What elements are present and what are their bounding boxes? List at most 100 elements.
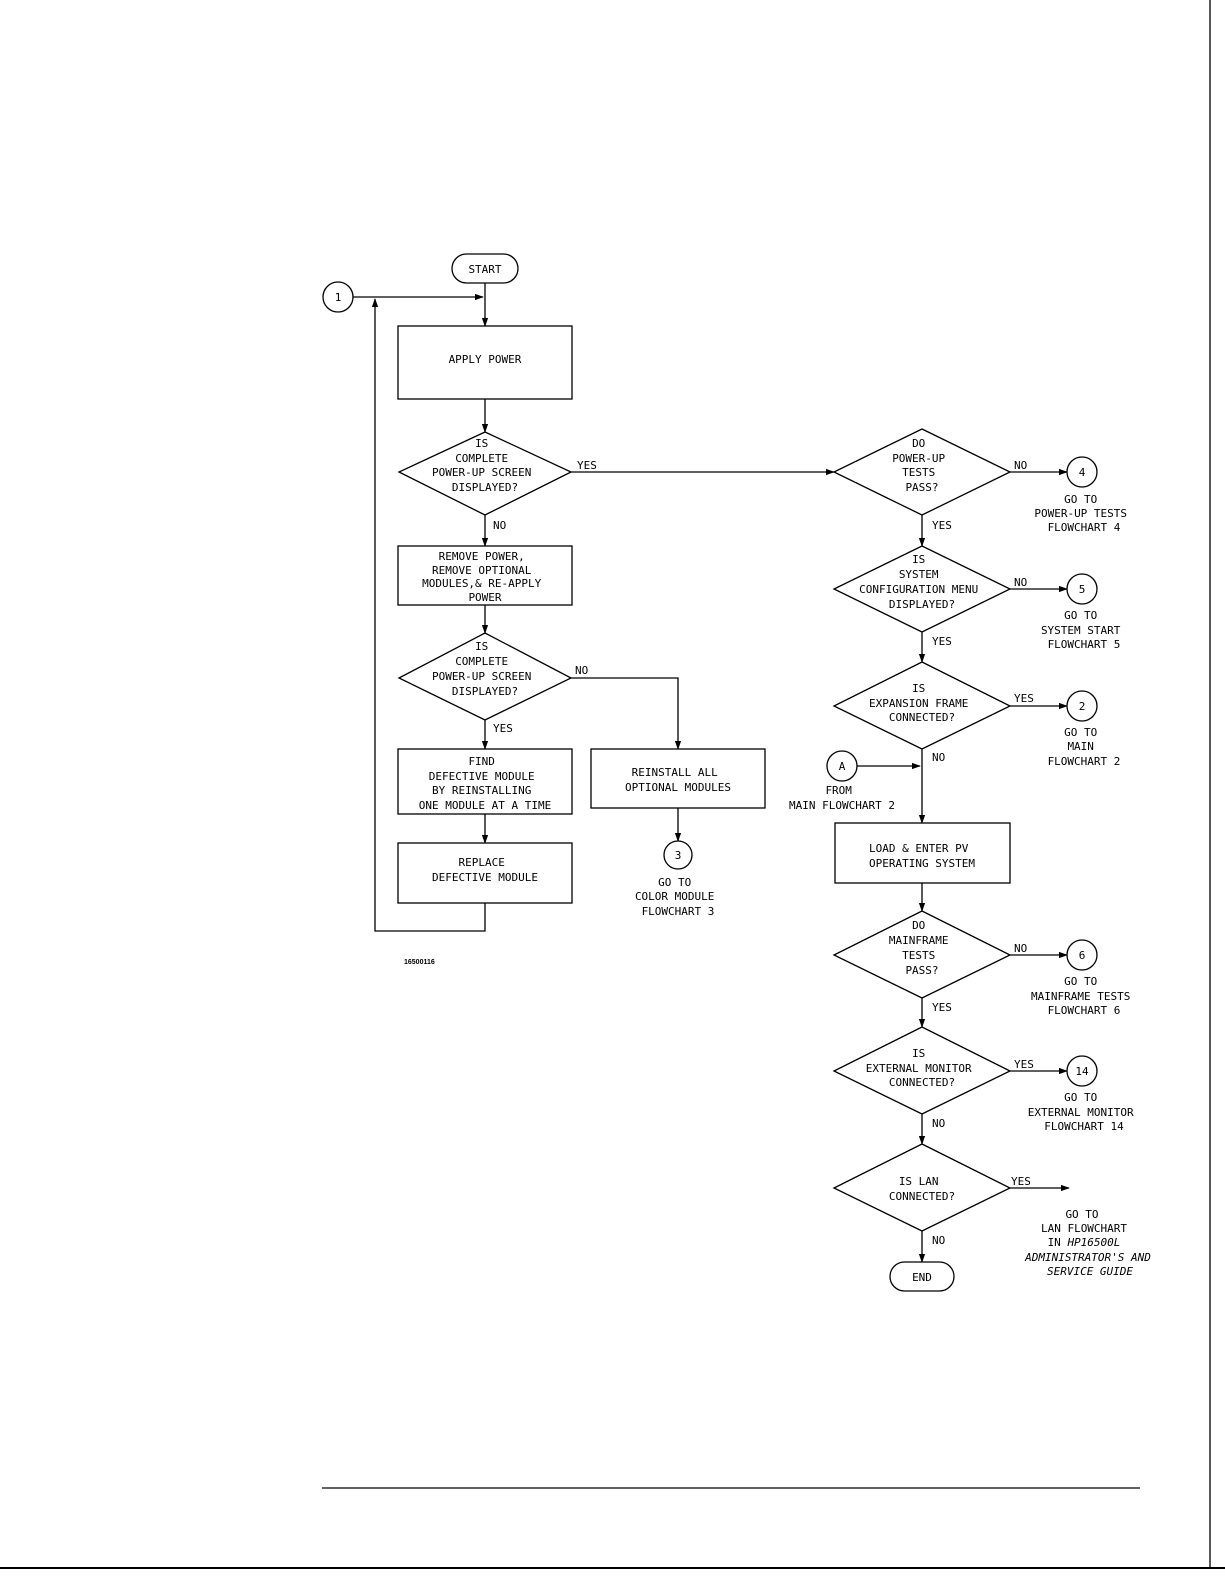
load-line-2: OPERATING SYSTEM [869, 857, 975, 870]
decision-powerup-tests-text: DO POWER-UP TESTS PASS? [892, 437, 952, 494]
gotolan-line-1: GO TO [1065, 1208, 1098, 1221]
d1-no-label: NO [493, 519, 506, 532]
connector-2: 2 [1066, 690, 1098, 722]
box-load-enter: LOAD & ENTER PV OPERATING SYSTEM [834, 822, 1011, 884]
connector-3: 3 [663, 840, 693, 870]
find-line-1: FIND [468, 755, 495, 768]
reinstall-line-1: REINSTALL ALL [632, 766, 718, 779]
replace-line-2: DEFECTIVE MODULE [432, 871, 538, 884]
gotolan-line-3a: IN [1048, 1236, 1068, 1249]
decision-external-monitor-text: IS EXTERNAL MONITOR CONNECTED? [866, 1047, 979, 1089]
d8-line-2: CONNECTED? [889, 1190, 955, 1203]
box-find-defective-text: FIND DEFECTIVE MODULE BY REINSTALLING ON… [419, 755, 551, 812]
d4-line-1: IS [912, 553, 925, 566]
goto2-line-2: MAIN [1067, 740, 1094, 753]
connector-6: 6 [1066, 939, 1098, 971]
note-goto-lan-line-3: IN HP16500L [1048, 1236, 1121, 1249]
box-remove-power: REMOVE POWER, REMOVE OPTIONAL MODULES,& … [397, 545, 573, 606]
decision-system-config-text: IS SYSTEM CONFIGURATION MENU DISPLAYED? [859, 553, 985, 611]
d3-no-label: NO [1014, 459, 1027, 472]
d3-line-3: TESTS [902, 466, 935, 479]
end-label: END [912, 1271, 932, 1284]
goto3-line-1: GO TO [658, 876, 691, 889]
goto6-line-2: MAINFRAME TESTS [1031, 990, 1130, 1003]
reinstall-line-2: OPTIONAL MODULES [625, 781, 731, 794]
d1-line-4: DISPLAYED? [452, 481, 518, 494]
box-replace-defective-text: REPLACE DEFECTIVE MODULE [432, 856, 538, 884]
box-apply-power-text: APPLY POWER [449, 353, 522, 366]
box-reinstall-all: REINSTALL ALL OPTIONAL MODULES [590, 748, 766, 809]
edge-loop-return [371, 298, 486, 932]
decision-external-monitor: IS EXTERNAL MONITOR CONNECTED? [832, 1026, 1012, 1115]
note-goto-lan-guide: ADMINISTRATOR'S AND SERVICE GUIDE [1024, 1248, 1155, 1278]
d7-line-2: EXTERNAL MONITOR [866, 1062, 972, 1075]
remove-line-2: REMOVE OPTIONAL [432, 564, 532, 577]
find-line-4: ONE MODULE AT A TIME [419, 799, 551, 812]
decision-mainframe-tests: DO MAINFRAME TESTS PASS? [832, 910, 1012, 999]
goto3-line-2: COLOR MODULE [635, 890, 714, 903]
decision-lan-connected: IS LAN CONNECTED? [832, 1143, 1012, 1232]
d5-no-label: NO [932, 751, 945, 764]
gotolan-line-4: ADMINISTRATOR'S AND [1024, 1251, 1151, 1264]
connector-5-label: 5 [1079, 583, 1086, 596]
d7-yes-label: YES [1014, 1058, 1034, 1071]
box-replace-defective: REPLACE DEFECTIVE MODULE [397, 842, 573, 904]
d2-line-3: POWER-UP SCREEN [432, 670, 531, 683]
d6-no-label: NO [1014, 942, 1027, 955]
decision-mainframe-tests-text: DO MAINFRAME TESTS PASS? [889, 919, 955, 977]
d8-yes-label: YES [1011, 1175, 1031, 1188]
d8-line-1: IS LAN [899, 1175, 939, 1188]
decision-lan-connected-text: IS LAN CONNECTED? [889, 1175, 955, 1203]
d5-line-2: EXPANSION FRAME [869, 697, 968, 710]
decision-expansion-frame-text: IS EXPANSION FRAME CONNECTED? [869, 682, 975, 724]
d2-line-4: DISPLAYED? [452, 685, 518, 698]
goto4-line-1: GO TO [1064, 493, 1097, 506]
d7-line-3: CONNECTED? [889, 1076, 955, 1089]
decision-complete-screen-2: IS COMPLETE POWER-UP SCREEN DISPLAYED? [397, 632, 573, 721]
find-line-2: DEFECTIVE MODULE [429, 770, 535, 783]
note-goto-5: GO TO SYSTEM START FLOWCHART 5 [1041, 609, 1127, 651]
gotolan-line-5: SERVICE GUIDE [1047, 1265, 1133, 1278]
d1-yes-label: YES [577, 459, 597, 472]
decision-system-config: IS SYSTEM CONFIGURATION MENU DISPLAYED? [832, 545, 1012, 633]
d3-line-1: DO [912, 437, 925, 450]
froma-line-2: MAIN FLOWCHART 2 [789, 799, 895, 812]
goto2-line-3: FLOWCHART 2 [1048, 755, 1121, 768]
box-reinstall-all-text: REINSTALL ALL OPTIONAL MODULES [625, 766, 731, 794]
d3-line-4: PASS? [905, 481, 938, 494]
connector-6-label: 6 [1079, 949, 1086, 962]
gotolan-line-3b: HP16500L [1066, 1236, 1120, 1249]
edge-decision2-no [571, 677, 682, 750]
note-goto-lan: GO TO LAN FLOWCHART [1041, 1205, 1127, 1235]
goto14-line-3: FLOWCHART 14 [1044, 1120, 1124, 1133]
goto2-line-1: GO TO [1064, 726, 1097, 739]
d4-line-2: SYSTEM [899, 568, 939, 581]
goto3-line-3: FLOWCHART 3 [642, 905, 715, 918]
goto5-line-3: FLOWCHART 5 [1048, 638, 1121, 651]
note-goto-6: GO TO MAINFRAME TESTS FLOWCHART 6 [1031, 975, 1137, 1017]
goto5-line-2: SYSTEM START [1041, 624, 1121, 637]
connector-4-label: 4 [1079, 466, 1086, 479]
d2-line-1: IS [475, 640, 488, 653]
goto14-line-1: GO TO [1064, 1091, 1097, 1104]
goto5-line-1: GO TO [1064, 609, 1097, 622]
load-line-1: LOAD & ENTER PV [869, 842, 969, 855]
d5-line-3: CONNECTED? [889, 711, 955, 724]
d3-yes-label: YES [932, 519, 952, 532]
box-load-enter-text: LOAD & ENTER PV OPERATING SYSTEM [869, 842, 975, 870]
d6-line-3: TESTS [902, 949, 935, 962]
d6-line-4: PASS? [905, 964, 938, 977]
connector-14: 14 [1066, 1055, 1098, 1087]
remove-line-3: MODULES,& RE-APPLY [422, 577, 542, 590]
note-goto-2: GO TO MAIN FLOWCHART 2 [1048, 726, 1121, 768]
start-label: START [468, 263, 501, 276]
figure-code: 16500116 [404, 959, 435, 966]
d1-line-2: COMPLETE [455, 452, 508, 465]
connector-2-label: 2 [1079, 700, 1086, 713]
d6-line-1: DO [912, 919, 925, 932]
box-find-defective: FIND DEFECTIVE MODULE BY REINSTALLING ON… [397, 748, 573, 815]
d2-no-label: NO [575, 664, 588, 677]
decision-powerup-tests: DO POWER-UP TESTS PASS? [832, 428, 1012, 516]
d1-line-3: POWER-UP SCREEN [432, 466, 531, 479]
